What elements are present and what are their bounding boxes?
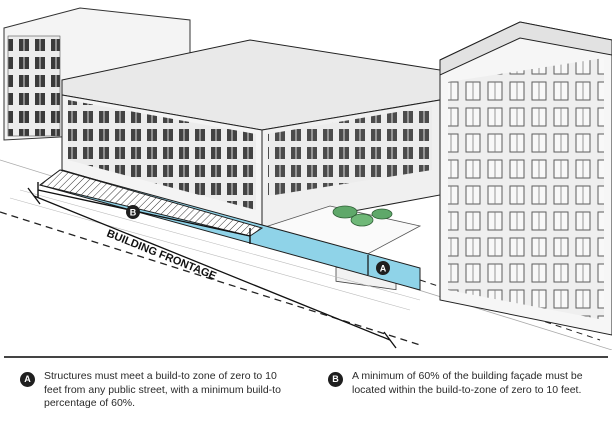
dimension-b: B (37, 182, 251, 244)
legend-badge-b: B (328, 372, 343, 387)
background-building-right (439, 21, 612, 336)
legend-text-b: A minimum of 60% of the building façade … (352, 370, 583, 396)
planter-tree-icon (371, 208, 393, 220)
streetscape-illustration: B A BUILDING FRONTAGE (0, 7, 612, 350)
marker-a-label: A (380, 264, 387, 274)
street-centerline (0, 211, 421, 346)
plaza (260, 205, 422, 291)
frontage-hatch (38, 169, 264, 237)
dimension-a: A (367, 255, 390, 275)
divider (4, 356, 608, 358)
marker-b-badge (126, 205, 140, 219)
legend-item-b: B A minimum of 60% of the building façad… (328, 370, 606, 397)
legend-badge-a: A (20, 372, 35, 387)
marker-b-label: B (130, 208, 137, 218)
planter-tree-icon (350, 213, 374, 227)
planter-tree-icon (332, 205, 358, 219)
sidewalk (9, 189, 421, 311)
legend-text-a: Structures must meet a build-to zone of … (44, 370, 281, 409)
legend-item-a: A Structures must meet a build-to zone o… (20, 370, 290, 411)
marker-a-badge (376, 261, 390, 275)
